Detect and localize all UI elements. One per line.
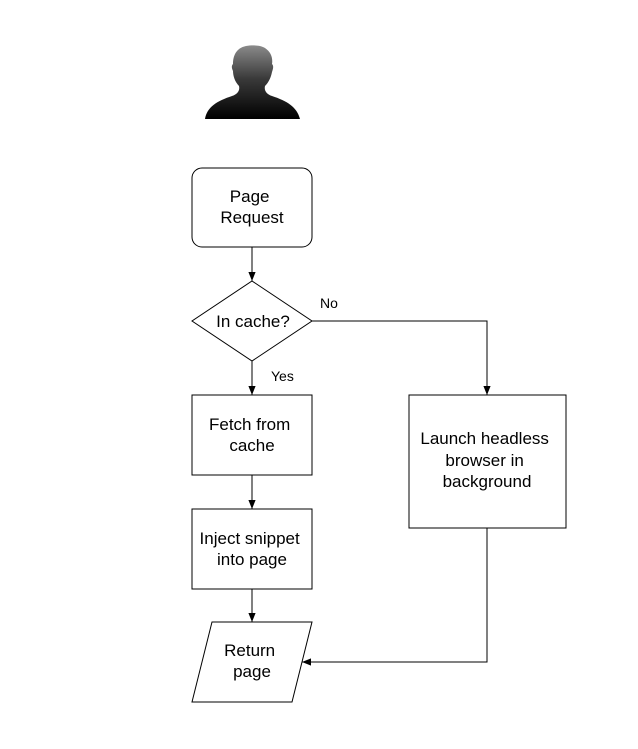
edges — [248, 247, 491, 666]
edge-decision-no — [312, 320, 491, 395]
node-label: Fetch from cache — [209, 415, 295, 455]
node-in-cache-decision: In cache? — [191, 280, 313, 362]
node-label: Page Request — [220, 187, 284, 227]
node-inject-snippet: Inject snippet into page — [191, 508, 313, 590]
node-page-request: Page Request — [191, 167, 313, 248]
edge-launch-to-return — [302, 528, 488, 666]
node-label: Launch headless browser in background — [420, 429, 553, 491]
node-label: Inject snippet into page — [200, 529, 305, 569]
node-fetch-from-cache: Fetch from cache — [191, 394, 313, 476]
node-label: In cache? — [216, 312, 290, 331]
edge-label-no: No — [320, 295, 338, 311]
node-launch-headless-browser: Launch headless browser in background — [408, 394, 567, 529]
node-return-page: Return page — [191, 621, 313, 703]
node-label: Return page — [224, 641, 280, 681]
user-silhouette-icon — [205, 45, 300, 119]
edge-label-yes: Yes — [271, 368, 294, 384]
